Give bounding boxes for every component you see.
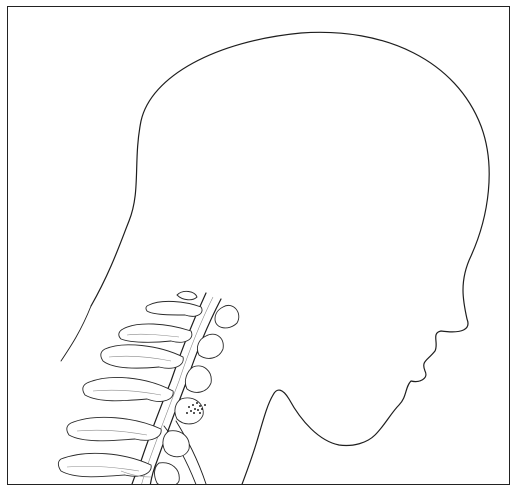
head-neck-illustration bbox=[8, 7, 510, 485]
vertebral-body-c5 bbox=[175, 398, 203, 424]
vertebral-body-c2 bbox=[215, 305, 239, 328]
spinous-process-c6 bbox=[67, 417, 161, 440]
vertebral-body-c7 bbox=[155, 463, 180, 485]
vertebral-body-c4 bbox=[185, 366, 211, 392]
spinous-process-c5 bbox=[83, 377, 173, 401]
spinous-process-c7 bbox=[58, 453, 151, 476]
spinous-process-c2 bbox=[146, 301, 202, 316]
vertebral-body-c6 bbox=[163, 431, 189, 457]
illustration-frame bbox=[7, 6, 510, 485]
vertebral-body-c3 bbox=[197, 334, 223, 358]
head-profile-outline bbox=[91, 32, 489, 485]
spinous-process-c3 bbox=[119, 324, 192, 342]
spinous-process-c1 bbox=[177, 291, 197, 299]
back-of-neck-line bbox=[61, 306, 91, 361]
